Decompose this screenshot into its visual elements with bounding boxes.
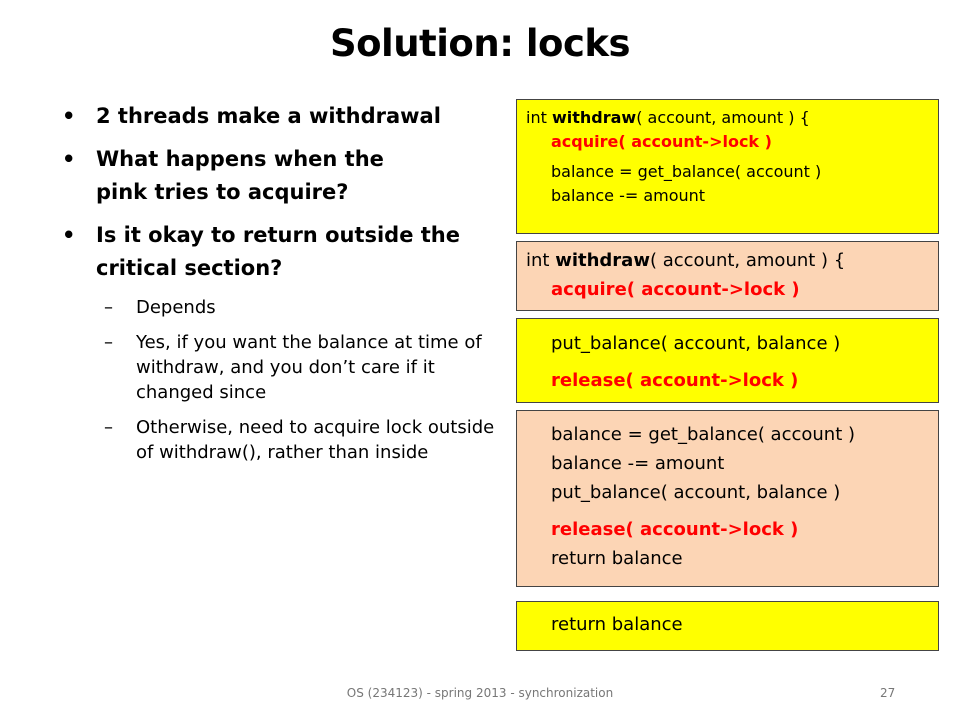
sub-bullet-item: – Yes, if you want the balance at time o…: [60, 330, 500, 405]
bullet-item: • 2 threads make a withdrawal: [60, 100, 500, 133]
bullet-item: • What happens when the pink tries to ac…: [60, 143, 416, 209]
code-line: return balance: [551, 614, 683, 635]
dash-glyph: –: [104, 332, 113, 353]
release-line: release( account->lock ): [551, 370, 799, 391]
dash-glyph: –: [104, 297, 113, 318]
bullet-glyph: •: [62, 147, 76, 171]
code-line: int withdraw( account, amount ) {: [526, 250, 846, 271]
code-line: return balance: [551, 548, 683, 569]
bullet-item: • Is it okay to return outside the criti…: [60, 219, 476, 285]
sub-bullet-text: Otherwise, need to acquire lock outside …: [136, 417, 495, 463]
code-line: put_balance( account, balance ): [551, 333, 841, 354]
slide-title: Solution: locks: [329, 22, 631, 65]
code-box-yellow-2: put_balance( account, balance ) release(…: [516, 318, 939, 403]
bullet-text: What happens when the pink tries to acqu…: [96, 147, 384, 204]
bullet-text: 2 threads make a withdrawal: [96, 104, 441, 128]
bullet-list: • 2 threads make a withdrawal • What hap…: [60, 100, 500, 475]
sub-bullet-text: Depends: [136, 297, 216, 318]
sub-bullet-item: – Depends: [60, 295, 500, 320]
code-line: balance -= amount: [551, 186, 706, 205]
code-box-peach-1: int withdraw( account, amount ) { acquir…: [516, 241, 939, 311]
acquire-line: acquire( account->lock ): [551, 132, 772, 151]
function-name: withdraw: [551, 108, 637, 127]
code-line: int withdraw( account, amount ) {: [526, 108, 810, 127]
bullet-glyph: •: [62, 223, 76, 247]
code-line: put_balance( account, balance ): [551, 482, 841, 503]
release-line: release( account->lock ): [551, 519, 799, 540]
sub-bullet-text: Yes, if you want the balance at time of …: [136, 332, 482, 403]
code-line: balance = get_balance( account ): [551, 162, 822, 181]
dash-glyph: –: [104, 417, 113, 438]
code-line: balance = get_balance( account ): [551, 424, 856, 445]
code-box-peach-2: balance = get_balance( account ) balance…: [516, 410, 939, 587]
bullet-glyph: •: [62, 104, 76, 128]
slide-footer: OS (234123) - spring 2013 - synchronizat…: [346, 686, 614, 700]
page-number: 27: [880, 686, 896, 700]
function-name: withdraw: [555, 250, 650, 271]
acquire-line: acquire( account->lock ): [551, 279, 800, 300]
code-line: balance -= amount: [551, 453, 725, 474]
sub-bullet-item: – Otherwise, need to acquire lock outsid…: [60, 415, 500, 465]
bullet-text: Is it okay to return outside the critica…: [96, 223, 461, 280]
code-box-yellow-1: int withdraw( account, amount ) { acquir…: [516, 99, 939, 234]
code-box-yellow-3: return balance: [516, 601, 939, 651]
